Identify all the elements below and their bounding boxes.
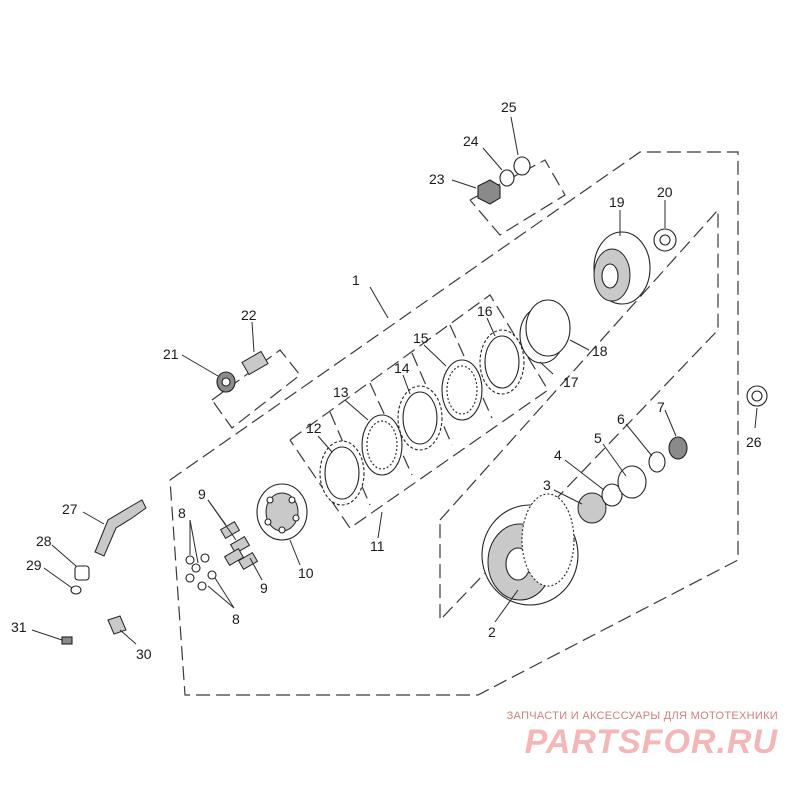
bearing-7 bbox=[668, 436, 688, 460]
label-part-11: 11 bbox=[370, 538, 385, 554]
bush-28 bbox=[74, 565, 90, 581]
washer-25 bbox=[513, 156, 531, 176]
label-part-17: 17 bbox=[563, 374, 579, 390]
label-part-1: 1 bbox=[352, 272, 360, 288]
nut-23 bbox=[477, 179, 501, 205]
bush-4 bbox=[601, 483, 623, 507]
label-part-12: 12 bbox=[306, 420, 322, 436]
needle-bearing-3 bbox=[577, 492, 607, 524]
label-part-18: 18 bbox=[592, 343, 608, 359]
washer-20-hole bbox=[659, 234, 671, 246]
friction-plate-12 bbox=[319, 440, 365, 506]
label-part-22: 22 bbox=[241, 307, 257, 323]
label-part-3: 3 bbox=[543, 477, 551, 493]
bearing-21-hole bbox=[221, 377, 231, 387]
bracket-30 bbox=[107, 615, 127, 635]
nut-group-bracket bbox=[469, 159, 566, 236]
label-part-9-lower: 9 bbox=[260, 580, 268, 596]
spring-bolt-group bbox=[185, 520, 259, 591]
label-part-25: 25 bbox=[501, 99, 517, 115]
label-part-19: 19 bbox=[609, 194, 625, 210]
label-part-30: 30 bbox=[136, 646, 152, 662]
washer-24 bbox=[499, 169, 515, 187]
label-part-29: 29 bbox=[26, 557, 42, 573]
friction-plate-16 bbox=[479, 329, 525, 395]
ring-6 bbox=[648, 451, 666, 473]
label-part-27: 27 bbox=[62, 501, 78, 517]
clutch-centre bbox=[593, 231, 651, 305]
label-part-6: 6 bbox=[617, 411, 625, 427]
ring-18 bbox=[525, 299, 571, 357]
label-part-31: 31 bbox=[11, 619, 27, 635]
label-part-10: 10 bbox=[298, 565, 314, 581]
label-part-15: 15 bbox=[413, 330, 429, 346]
label-part-14: 14 bbox=[394, 360, 410, 376]
pushrod-22 bbox=[241, 350, 269, 376]
label-part-9-upper: 9 bbox=[198, 486, 206, 502]
friction-plate-14 bbox=[397, 385, 443, 451]
label-part-7: 7 bbox=[657, 399, 665, 415]
pressure-plate bbox=[256, 483, 308, 541]
steel-plate-15 bbox=[441, 359, 483, 421]
plate-group-bracket bbox=[289, 294, 549, 529]
housing-frame bbox=[439, 208, 719, 622]
washer-26-hole bbox=[751, 390, 763, 402]
watermark-logo: PARTSFOR.RU bbox=[524, 723, 778, 761]
label-part-26: 26 bbox=[746, 434, 762, 450]
label-part-23: 23 bbox=[429, 171, 445, 187]
label-part-5: 5 bbox=[594, 430, 602, 446]
watermark: ЗАПЧАСТИ И АКСЕССУАРЫ ДЛЯ МОТОТЕХНИКИ PA… bbox=[478, 710, 778, 762]
label-part-20: 20 bbox=[657, 184, 673, 200]
label-part-28: 28 bbox=[36, 533, 52, 549]
label-part-8-lower: 8 bbox=[232, 611, 240, 627]
label-part-24: 24 bbox=[463, 133, 479, 149]
part-labels: 1 2 3 4 5 6 7 8 8 9 9 10 11 12 13 14 15 … bbox=[11, 99, 762, 662]
steel-plate-13 bbox=[361, 414, 403, 476]
label-part-21: 21 bbox=[163, 346, 179, 362]
outer-assembly-frame bbox=[169, 151, 739, 696]
clutch-basket bbox=[481, 493, 579, 606]
watermark-caption: ЗАПЧАСТИ И АКСЕССУАРЫ ДЛЯ МОТОТЕХНИКИ bbox=[506, 710, 778, 722]
leader-lines bbox=[31, 116, 758, 645]
label-part-8-upper: 8 bbox=[178, 505, 186, 521]
clutch-lever-27 bbox=[94, 499, 147, 557]
label-part-13: 13 bbox=[333, 384, 349, 400]
o-ring-29 bbox=[70, 585, 82, 595]
label-part-2: 2 bbox=[488, 624, 496, 640]
label-part-4: 4 bbox=[554, 447, 562, 463]
label-part-16: 16 bbox=[477, 303, 493, 319]
bolt-31 bbox=[61, 636, 73, 645]
